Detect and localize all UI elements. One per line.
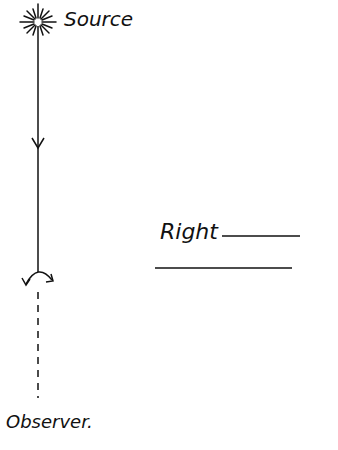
rotation-arrowhead: [46, 274, 53, 282]
source-label: Source: [64, 8, 133, 30]
direction-label: Right: [160, 220, 218, 244]
rotation-tail: [22, 278, 30, 285]
underline: [155, 267, 292, 269]
direction-dash: [222, 235, 300, 237]
rotation-arc: [26, 272, 52, 284]
ray-arrowhead: [32, 138, 44, 148]
observer-label: Observer.: [6, 412, 93, 432]
dashed-ray: [37, 292, 39, 398]
